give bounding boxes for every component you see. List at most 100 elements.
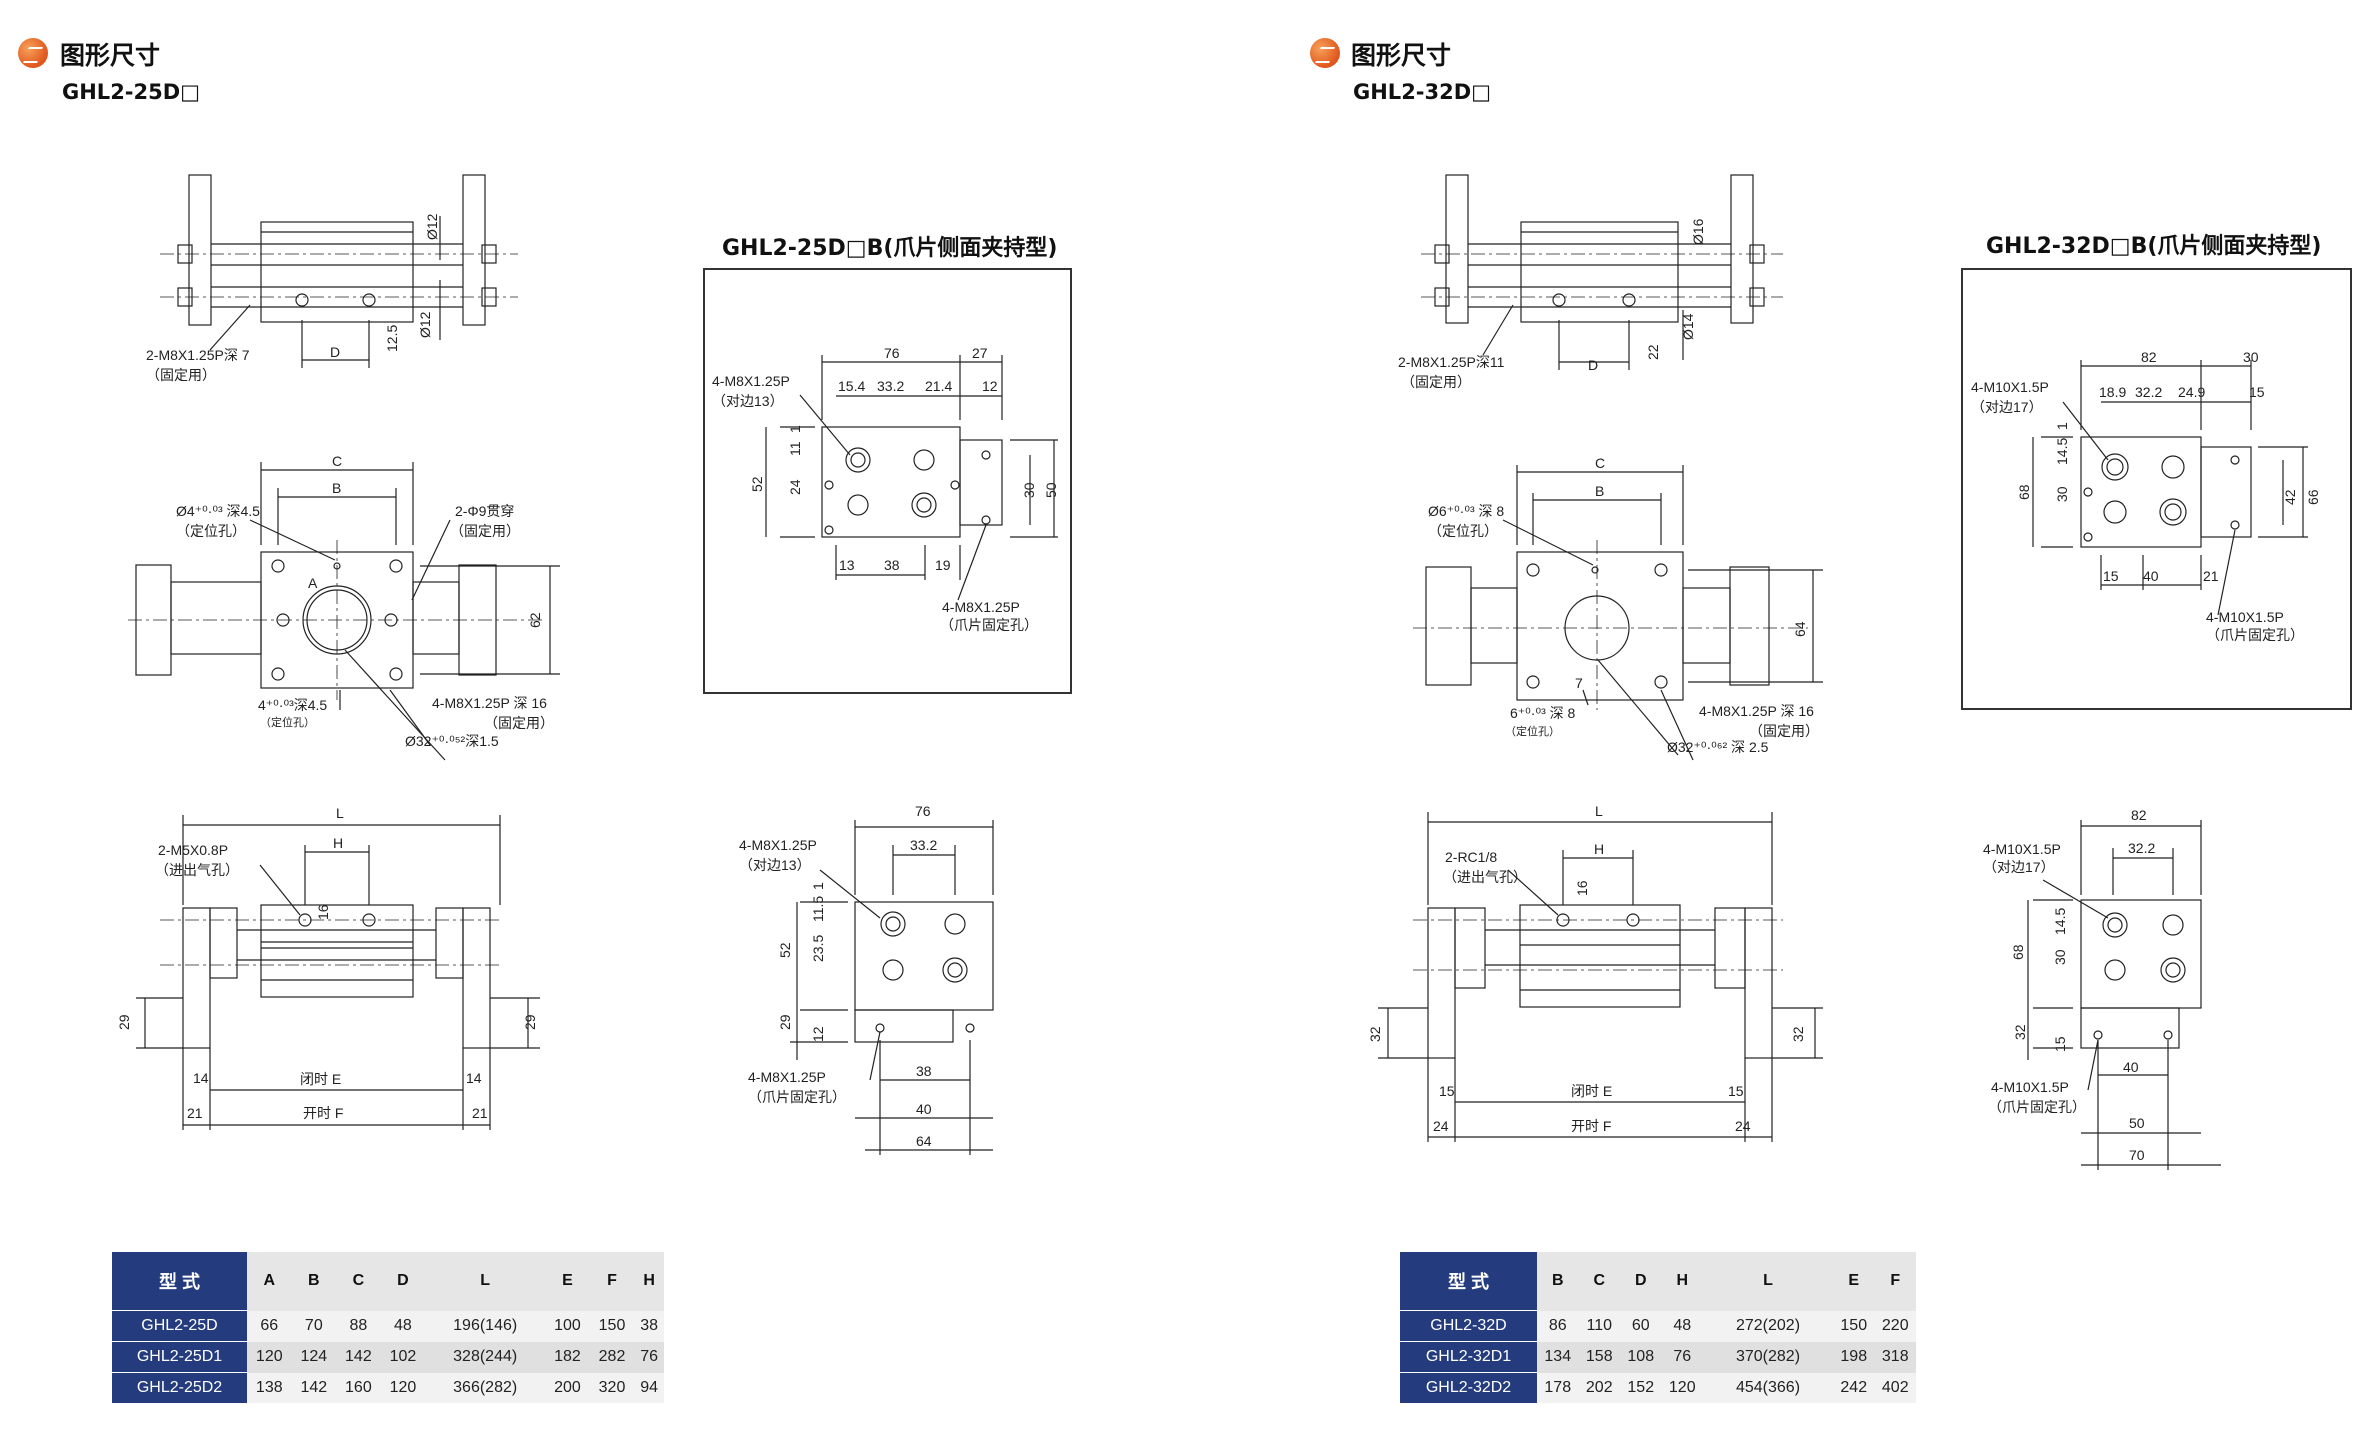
top-port-note-2: （固定用） <box>1401 374 1471 390</box>
bd-b40: 40 <box>2143 568 2159 584</box>
mid-thru-note: 2-Φ9贯穿 <box>455 503 514 519</box>
bs-v12: 12 <box>810 1026 826 1042</box>
bs-b50: 50 <box>2129 1115 2145 1131</box>
cell: 220 <box>1874 1310 1916 1342</box>
header-l: L <box>425 1252 546 1311</box>
mid-pin-note-2: （定位孔） <box>1428 523 1498 539</box>
bs-v32: 32 <box>2012 1024 2028 1040</box>
mid-tap-note: 4-M8X1.25P 深 16 <box>1699 703 1814 719</box>
mid-a: A <box>308 575 318 591</box>
bd-v52: 52 <box>749 476 765 492</box>
cell: 66 <box>247 1310 292 1342</box>
bs-thread: 4-M10X1.5P <box>1983 841 2061 857</box>
b-side-view <box>790 820 994 1155</box>
mid-pin-note-2: （定位孔） <box>176 523 246 539</box>
top-port-note-2: （固定用） <box>146 367 216 383</box>
bottom-v29b: 29 <box>522 1014 538 1030</box>
cell: 102 <box>380 1341 426 1373</box>
bs-d322: 32.2 <box>2128 840 2155 856</box>
cell: 402 <box>1874 1372 1916 1403</box>
variant-title: GHL2-25D□B(爪片侧面夹持型) <box>722 236 1058 261</box>
bottom-closed: 闭时 E <box>1571 1083 1612 1099</box>
cell: 200 <box>545 1372 590 1403</box>
bottom-v15a: 15 <box>1439 1083 1455 1099</box>
bd-v42: 42 <box>2282 489 2298 505</box>
cell: 178 <box>1537 1372 1579 1403</box>
mid-tap-note-2: （固定用） <box>484 715 554 731</box>
bd-d30: 30 <box>2243 349 2259 365</box>
cell-model: GHL2-25D1 <box>112 1341 247 1373</box>
bottom-port-note: 2-RC1/8 <box>1445 849 1497 865</box>
panel-ghl2-25: 图形尺寸 GHL2-25D□ GHL2-25D□B(爪片侧面夹持型) <box>0 0 1183 1448</box>
header-f: F <box>1874 1252 1916 1311</box>
bottom-h: H <box>1594 841 1604 857</box>
section-title: 图形尺寸 <box>1351 41 1452 70</box>
bs-v115: 11.5 <box>810 896 826 922</box>
mid-h64: 64 <box>1792 621 1808 637</box>
table-header-row: 型 式 B C D H L E F <box>1400 1252 1916 1311</box>
top-v22: 22 <box>1645 344 1661 360</box>
bottom-v21a: 21 <box>187 1105 203 1121</box>
bottom-v32b: 32 <box>1790 1026 1806 1042</box>
header-d: D <box>1620 1252 1662 1311</box>
bs-v29: 29 <box>777 1014 793 1030</box>
model-title: GHL2-25D□ <box>62 80 201 104</box>
bd-b15: 15 <box>2103 568 2119 584</box>
bd-v145: 14.5 <box>2054 438 2070 465</box>
header-d: D <box>380 1252 426 1311</box>
bottom-v16: 16 <box>315 904 331 920</box>
bd-claw: 4-M8X1.25P <box>942 599 1020 615</box>
cell-model: GHL2-25D2 <box>112 1372 247 1403</box>
bottom-v24a: 24 <box>1433 1118 1449 1134</box>
cell: 48 <box>1661 1310 1703 1342</box>
spec-table-ghl2-25: 型 式 A B C D L E F H GHL2-25D 66 70 88 48… <box>112 1252 664 1403</box>
bottom-h: H <box>333 835 343 851</box>
cell: 152 <box>1620 1372 1662 1403</box>
bs-claw-2: （爪片固定孔） <box>748 1089 846 1105</box>
table-row: GHL2-32D 86 110 60 48 272(202) 150 220 <box>1400 1310 1916 1342</box>
bd-d15: 15 <box>2249 384 2265 400</box>
bottom-v16: 16 <box>1574 880 1590 896</box>
mid-h62: 62 <box>527 612 543 628</box>
bs-d82: 82 <box>2131 807 2147 823</box>
cell-model: GHL2-32D1 <box>1400 1341 1537 1373</box>
header-b: B <box>1537 1252 1579 1311</box>
top-view <box>177 174 497 368</box>
cell: 120 <box>380 1372 426 1403</box>
bd-d82: 82 <box>2141 349 2157 365</box>
bd-d322: 32.2 <box>2135 384 2162 400</box>
cell: 108 <box>1620 1341 1662 1373</box>
panel-ghl2-32: 图形尺寸 GHL2-32D□ GHL2-32D□B(爪片侧面夹持型) <box>1183 0 2366 1448</box>
bs-thread-2: （对边13） <box>739 857 811 873</box>
mid-b: B <box>332 480 341 496</box>
cell: 60 <box>1620 1310 1662 1342</box>
table-row: GHL2-32D2 178 202 152 120 454(366) 242 4… <box>1400 1372 1916 1403</box>
bottom-port-note-2: （进出气孔） <box>155 862 239 878</box>
top-d16: Ø16 <box>1690 218 1706 245</box>
bd-v1: 1 <box>787 425 803 433</box>
cell: 76 <box>634 1341 664 1373</box>
header-l: L <box>1703 1252 1833 1311</box>
bottom-port-note: 2-M5X0.8P <box>158 842 228 858</box>
bd-v68: 68 <box>2016 484 2032 500</box>
cell: 370(282) <box>1703 1341 1833 1373</box>
left-labels: 2-M8X1.25P深 7 （固定用） D Ø12 Ø12 12.5 C B A… <box>116 213 1059 1149</box>
cell: 100 <box>545 1310 590 1342</box>
bd-v11: 11 <box>787 441 803 456</box>
variant-detail-frame <box>703 268 1072 694</box>
mid-bore-note: Ø32⁺⁰·⁰⁵²深1.5 <box>405 733 499 749</box>
top-d-label: D <box>1588 357 1598 373</box>
cell-model: GHL2-25D <box>112 1310 247 1342</box>
top-port-note: 2-M8X1.25P深11 <box>1398 354 1505 370</box>
spec-table-ghl2-32: 型 式 B C D H L E F GHL2-32D 86 110 60 48 … <box>1400 1252 1916 1403</box>
bd-d154: 15.4 <box>838 378 865 394</box>
cell: 196(146) <box>425 1310 546 1342</box>
header-model: 型 式 <box>112 1252 247 1311</box>
top-v125: 12.5 <box>384 325 400 352</box>
table-row: GHL2-32D1 134 158 108 76 370(282) 198 31… <box>1400 1341 1916 1373</box>
bd-v30: 30 <box>2054 486 2070 502</box>
bs-claw: 4-M8X1.25P <box>748 1069 826 1085</box>
bottom-closed: 闭时 E <box>300 1071 341 1087</box>
drawing-ghl2-32: 2-M8X1.25P深11 （固定用） D Ø16 Ø14 22 C B Ø6⁺… <box>1367 174 2321 1170</box>
mid-pin-note-b2: （定位孔） <box>260 715 315 729</box>
